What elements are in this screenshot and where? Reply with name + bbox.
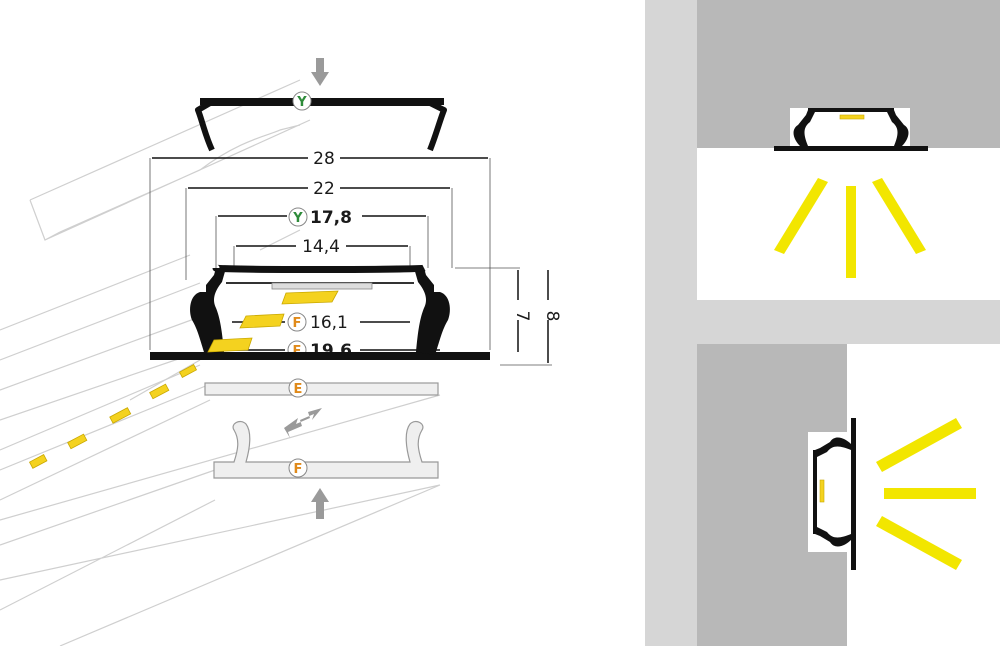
svg-text:F: F [293, 316, 302, 331]
light-rays-ceiling [774, 178, 926, 278]
badge-y-dim: Y [288, 207, 308, 227]
dim-7: 7 [512, 311, 532, 322]
dim-14-4: 14,4 [302, 237, 340, 257]
dimension-labels: 28 22 Y 17,8 14,4 F 16,1 E 19,6 7 8 [287, 149, 562, 361]
arrow-up-icon [311, 488, 329, 519]
diffuser-e: E [204, 378, 439, 398]
svg-text:Y: Y [292, 211, 303, 226]
dim-17-8: 17,8 [310, 208, 352, 228]
perspective-outline [0, 79, 441, 646]
dim-16-1: 16,1 [310, 313, 348, 333]
dim-8: 8 [542, 311, 562, 322]
led-chip [207, 290, 339, 353]
wall-mount-scene [645, 320, 1000, 646]
double-arrow-icon [284, 408, 322, 438]
svg-text:E: E [293, 344, 302, 359]
dim-22: 22 [313, 179, 335, 199]
svg-text:F: F [294, 462, 303, 477]
light-rays-wall [876, 418, 976, 570]
badge-f-dim: F [287, 312, 307, 332]
badge-y-top: Y [292, 91, 312, 111]
cover-y [195, 98, 447, 152]
svg-text:Y: Y [296, 95, 307, 110]
arrow-down-icon [311, 58, 329, 86]
cover-f: F [213, 420, 439, 479]
svg-text:E: E [294, 382, 303, 397]
dim-28: 28 [313, 149, 335, 169]
led-strip-perspective [28, 364, 198, 469]
dimension-lines [149, 157, 552, 366]
aluminium-profile [150, 264, 490, 360]
ceiling-mount-scene [645, 0, 1000, 320]
